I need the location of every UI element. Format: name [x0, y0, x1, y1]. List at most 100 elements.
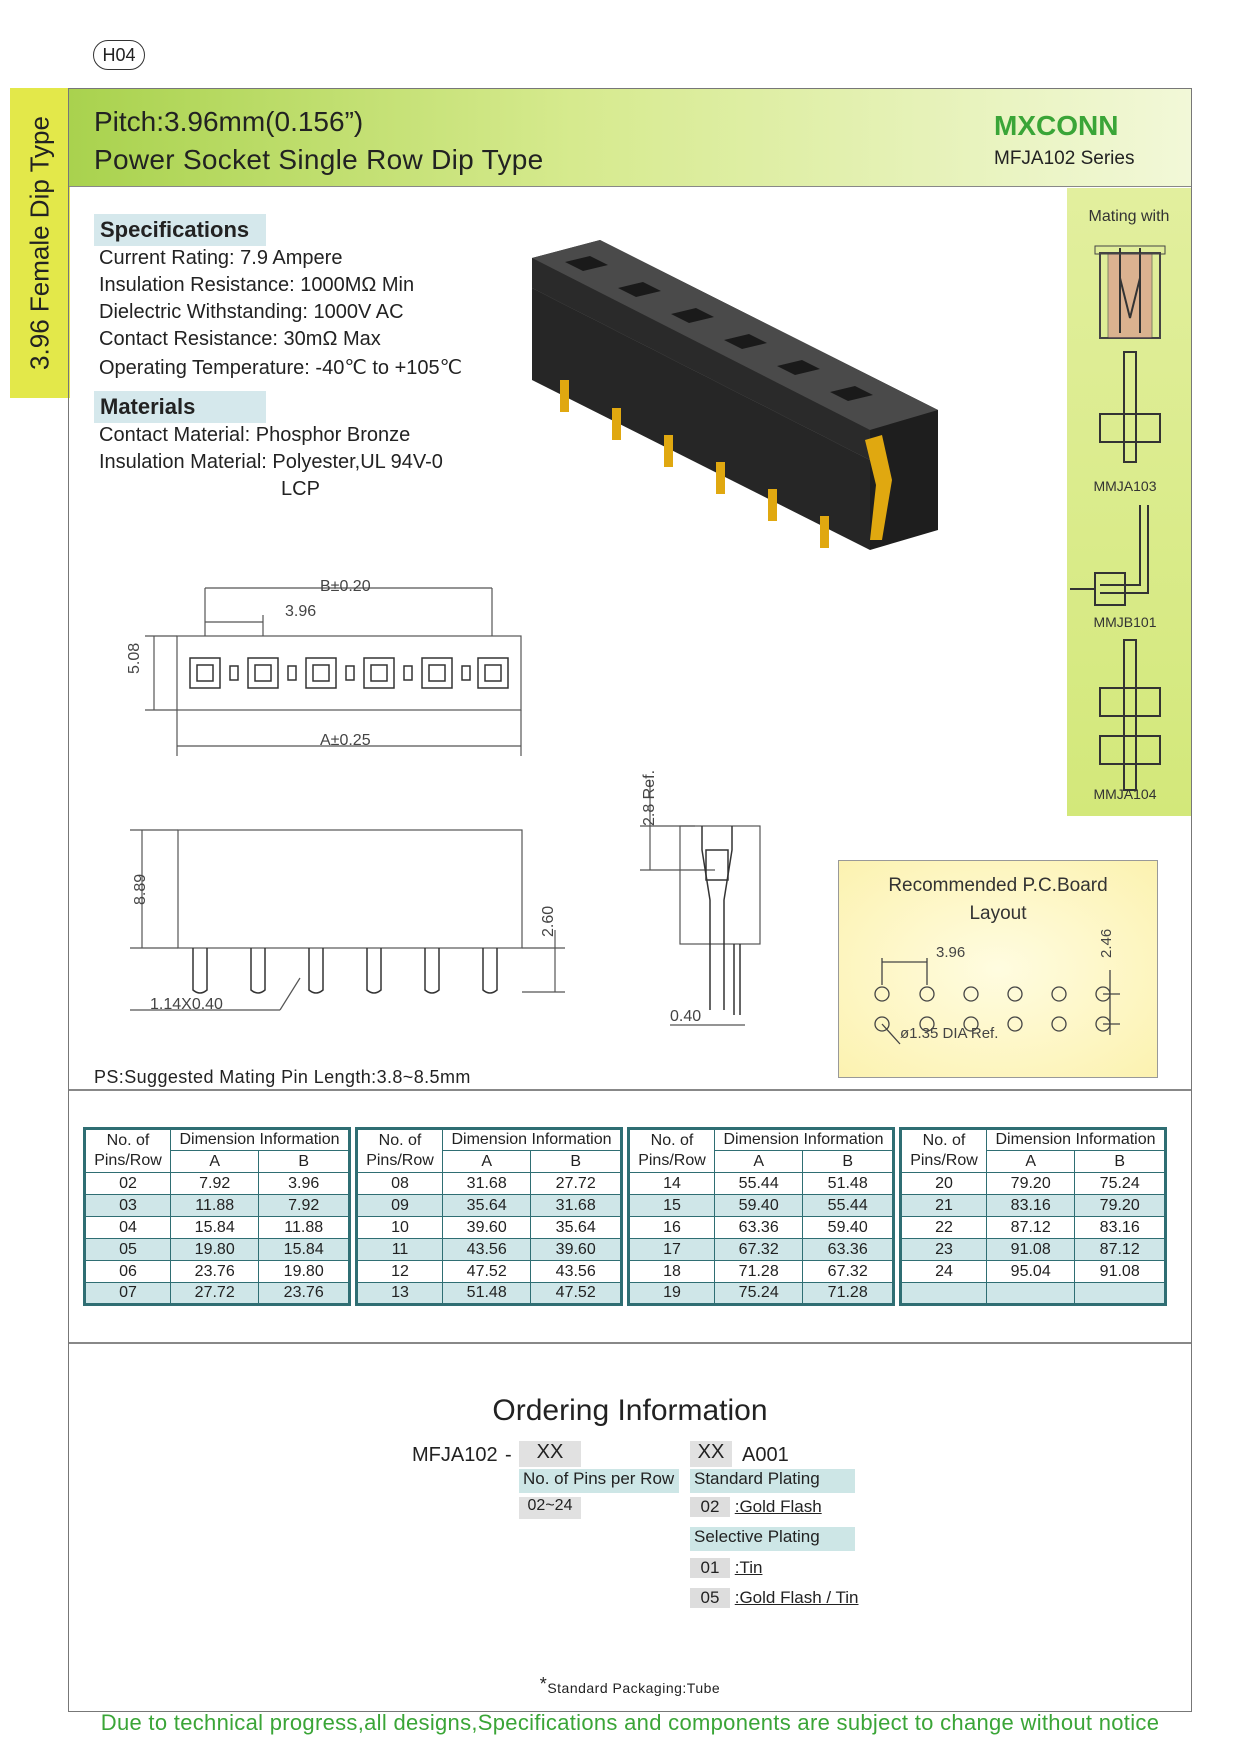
- mating-part-label: MMJB101: [1093, 614, 1157, 630]
- cell: 06: [84, 1260, 171, 1283]
- cell: 04: [84, 1216, 171, 1239]
- cell: 05: [84, 1238, 171, 1261]
- cell: 10: [356, 1216, 443, 1239]
- cell: 55.44: [802, 1194, 894, 1217]
- cell: 75.24: [713, 1282, 804, 1305]
- cell: 07: [84, 1282, 171, 1305]
- cell: 11: [356, 1238, 443, 1261]
- cell: 09: [356, 1194, 443, 1217]
- cell: 12: [356, 1260, 443, 1283]
- pins-range: 02~24: [519, 1497, 581, 1519]
- material-line: Insulation Material: Polyester,UL 94V-0: [99, 451, 443, 473]
- cell: 35.64: [530, 1216, 622, 1239]
- selective-plating-label: Selective Plating: [690, 1527, 855, 1551]
- cell: 71.28: [713, 1260, 804, 1283]
- cross-section-drawing: [640, 780, 761, 1026]
- ordering-dash: -: [505, 1444, 512, 1466]
- cell: 23: [900, 1238, 987, 1261]
- cell: 43.56: [530, 1260, 622, 1283]
- cell: [900, 1282, 987, 1305]
- cell: 79.20: [985, 1172, 1076, 1195]
- materials-heading: Materials: [94, 391, 266, 423]
- side-view-drawing: [130, 829, 565, 1011]
- series-label: MFJA102 Series: [994, 148, 1135, 169]
- divider: [69, 1089, 1191, 1091]
- dim-pin-length-label: 2.60: [540, 905, 557, 937]
- ordering-title: Ordering Information: [492, 1394, 768, 1427]
- cell: [1074, 1282, 1166, 1305]
- header-b: B: [802, 1150, 894, 1173]
- cell: 39.60: [441, 1216, 532, 1239]
- cell: 7.92: [258, 1194, 350, 1217]
- specifications-heading: Specifications: [94, 214, 266, 246]
- header-dim: Dimension Information: [442, 1128, 622, 1151]
- cell: 59.40: [802, 1216, 894, 1239]
- cell: 27.72: [530, 1172, 622, 1195]
- pcb-pitch-label: 3.96: [936, 944, 966, 961]
- dim-a-label: A±0.25: [320, 732, 371, 749]
- top-view-drawing: [145, 587, 522, 756]
- cell: 23.76: [258, 1282, 350, 1305]
- cell: 83.16: [1074, 1216, 1166, 1239]
- cell: 03: [84, 1194, 171, 1217]
- mating-pin-header-icon: [1099, 351, 1161, 463]
- cell: 19: [628, 1282, 715, 1305]
- packaging-note: *Standard Packaging:Tube: [539, 1674, 721, 1696]
- cell: 27.72: [169, 1282, 260, 1305]
- mating-right-angle-icon: [1070, 505, 1149, 606]
- cell: 47.52: [530, 1282, 622, 1305]
- cell: 23.76: [169, 1260, 260, 1283]
- pcb-row-label: 2.46: [1098, 928, 1115, 958]
- page-frame: [68, 88, 1192, 1712]
- spec-line: Current Rating: 7.9 Ampere: [99, 247, 343, 269]
- header-b: B: [530, 1150, 622, 1173]
- brand-logo: MXCONN: [994, 110, 1119, 141]
- spec-line: Insulation Resistance: 1000MΩ Min: [99, 274, 415, 296]
- spec-line: Dielectric Withstanding: 1000V AC: [99, 301, 404, 323]
- pcb-title-2: Layout: [969, 903, 1027, 924]
- cell: 63.36: [802, 1238, 894, 1261]
- footer-notice: Due to technical progress,all designs,Sp…: [100, 1710, 1160, 1735]
- mating-title: Mating with: [1088, 208, 1170, 225]
- cell: 67.32: [802, 1260, 894, 1283]
- cell: 15.84: [258, 1238, 350, 1261]
- cell: 91.08: [985, 1238, 1076, 1261]
- cell: 15: [628, 1194, 715, 1217]
- cell: 31.68: [530, 1194, 622, 1217]
- divider: [69, 1342, 1191, 1344]
- selective-plating-option: 05 :Gold Flash / Tin: [690, 1588, 859, 1608]
- spec-line: Contact Resistance: 30mΩ Max: [99, 328, 381, 350]
- page-badge: H04: [93, 40, 145, 70]
- side-tab: 3.96 Female Dip Type: [10, 88, 70, 398]
- cell: 39.60: [530, 1238, 622, 1261]
- cell: 75.24: [1074, 1172, 1166, 1195]
- header-dim: Dimension Information: [714, 1128, 894, 1151]
- mating-part-label: MMJA103: [1093, 478, 1157, 494]
- cell: 11.88: [258, 1216, 350, 1239]
- pcb-hole-label: ø1.35 DIA Ref.: [900, 1025, 999, 1042]
- ordering-pins-code: XX: [519, 1441, 581, 1467]
- cell: 11.88: [169, 1194, 260, 1217]
- cell: 95.04: [985, 1260, 1076, 1283]
- header-banner: [69, 89, 1191, 187]
- dim-side-height-label: 8.89: [132, 873, 149, 905]
- cell: 51.48: [802, 1172, 894, 1195]
- cell: 19.80: [169, 1238, 260, 1261]
- cell: 79.20: [1074, 1194, 1166, 1217]
- dim-ref-label: 2.8 Ref.: [641, 769, 658, 826]
- cell: 13: [356, 1282, 443, 1305]
- standard-plating-label: Standard Plating: [690, 1469, 855, 1493]
- cell: 43.56: [441, 1238, 532, 1261]
- dim-thickness-label: 0.40: [670, 1008, 702, 1025]
- cell: 35.64: [441, 1194, 532, 1217]
- material-line: LCP: [281, 478, 320, 500]
- pins-per-row-label: No. of Pins per Row: [519, 1469, 679, 1493]
- cell: 02: [84, 1172, 171, 1195]
- cell: 21: [900, 1194, 987, 1217]
- cell: 18: [628, 1260, 715, 1283]
- standard-plating-option: 02 :Gold Flash: [690, 1497, 822, 1517]
